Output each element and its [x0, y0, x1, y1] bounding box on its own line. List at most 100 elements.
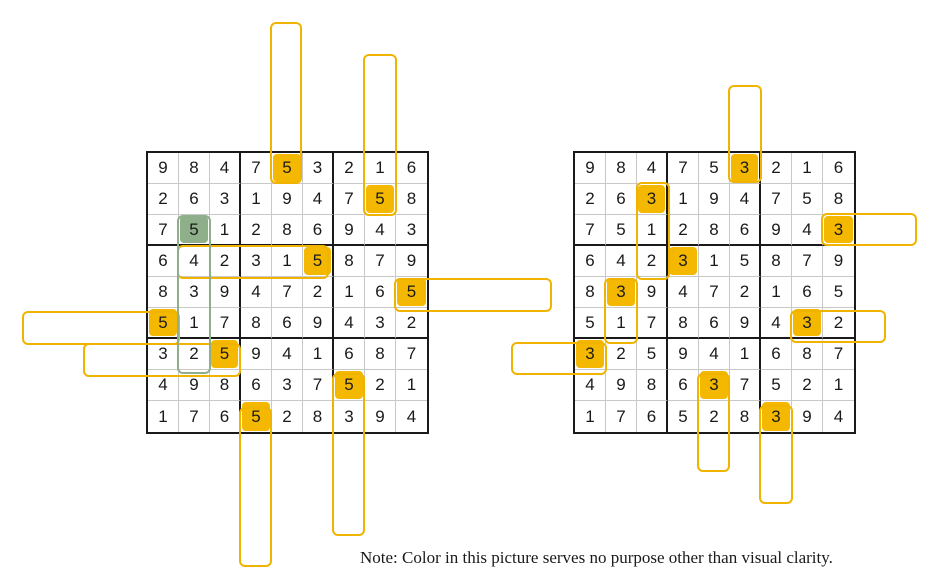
sudoku-cell[interactable]: 9	[730, 308, 761, 339]
sudoku-cell[interactable]: 4	[606, 246, 637, 277]
sudoku-cell[interactable]: 6	[396, 153, 427, 184]
sudoku-cell[interactable]: 5	[668, 401, 699, 432]
sudoku-cell[interactable]: 9	[303, 308, 334, 339]
sudoku-cell[interactable]: 1	[730, 339, 761, 370]
sudoku-cell[interactable]: 3	[761, 401, 792, 432]
sudoku-cell[interactable]: 7	[823, 339, 854, 370]
sudoku-cell[interactable]: 5	[792, 184, 823, 215]
sudoku-cell[interactable]: 6	[823, 153, 854, 184]
sudoku-cell[interactable]: 3	[148, 339, 179, 370]
sudoku-cell[interactable]: 4	[575, 370, 606, 401]
sudoku-cell[interactable]: 9	[637, 277, 668, 308]
sudoku-cell[interactable]: 3	[699, 370, 730, 401]
sudoku-cell[interactable]: 8	[606, 153, 637, 184]
sudoku-cell[interactable]: 6	[699, 308, 730, 339]
sudoku-cell[interactable]: 4	[365, 215, 396, 246]
sudoku-cell[interactable]: 1	[668, 184, 699, 215]
sudoku-cell[interactable]: 8	[699, 215, 730, 246]
sudoku-cell[interactable]: 6	[668, 370, 699, 401]
sudoku-cell[interactable]: 9	[823, 246, 854, 277]
sudoku-cell[interactable]: 6	[303, 215, 334, 246]
sudoku-cell[interactable]: 6	[792, 277, 823, 308]
sudoku-cell[interactable]: 4	[792, 215, 823, 246]
sudoku-cell[interactable]: 5	[606, 215, 637, 246]
sudoku-cell[interactable]: 9	[148, 153, 179, 184]
sudoku-cell[interactable]: 2	[730, 277, 761, 308]
sudoku-cell[interactable]: 1	[334, 277, 365, 308]
sudoku-cell[interactable]: 5	[179, 215, 210, 246]
sudoku-cell[interactable]: 2	[668, 215, 699, 246]
sudoku-cell[interactable]: 5	[761, 370, 792, 401]
sudoku-cell[interactable]: 2	[823, 308, 854, 339]
sudoku-cell[interactable]: 7	[606, 401, 637, 432]
sudoku-cell[interactable]: 1	[761, 277, 792, 308]
sudoku-cell[interactable]: 6	[272, 308, 303, 339]
sudoku-cell[interactable]: 2	[792, 370, 823, 401]
sudoku-cell[interactable]: 5	[699, 153, 730, 184]
sudoku-cell[interactable]: 7	[792, 246, 823, 277]
sudoku-cell[interactable]: 8	[210, 370, 241, 401]
sudoku-cell[interactable]: 8	[272, 215, 303, 246]
sudoku-cell[interactable]: 6	[606, 184, 637, 215]
sudoku-cell[interactable]: 3	[334, 401, 365, 432]
sudoku-cell[interactable]: 6	[334, 339, 365, 370]
sudoku-cell[interactable]: 6	[179, 184, 210, 215]
sudoku-cell[interactable]: 8	[365, 339, 396, 370]
sudoku-cell[interactable]: 9	[365, 401, 396, 432]
sudoku-cell[interactable]: 4	[303, 184, 334, 215]
sudoku-cell[interactable]: 6	[148, 246, 179, 277]
sudoku-cell[interactable]: 5	[148, 308, 179, 339]
sudoku-cell[interactable]: 6	[241, 370, 272, 401]
sudoku-cell[interactable]: 2	[396, 308, 427, 339]
sudoku-cell[interactable]: 7	[575, 215, 606, 246]
sudoku-cell[interactable]: 4	[148, 370, 179, 401]
sudoku-cell[interactable]: 4	[396, 401, 427, 432]
sudoku-cell[interactable]: 5	[303, 246, 334, 277]
sudoku-cell[interactable]: 9	[179, 370, 210, 401]
sudoku-cell[interactable]: 7	[365, 246, 396, 277]
sudoku-cell[interactable]: 8	[792, 339, 823, 370]
sudoku-cell[interactable]: 7	[179, 401, 210, 432]
sudoku-cell[interactable]: 7	[334, 184, 365, 215]
sudoku-cell[interactable]: 7	[303, 370, 334, 401]
sudoku-cell[interactable]: 1	[792, 153, 823, 184]
sudoku-cell[interactable]: 3	[823, 215, 854, 246]
sudoku-cell[interactable]: 7	[241, 153, 272, 184]
sudoku-cell[interactable]: 1	[272, 246, 303, 277]
sudoku-cell[interactable]: 2	[179, 339, 210, 370]
sudoku-cell[interactable]: 3	[272, 370, 303, 401]
sudoku-cell[interactable]: 9	[396, 246, 427, 277]
sudoku-cell[interactable]: 2	[365, 370, 396, 401]
sudoku-cell[interactable]: 9	[241, 339, 272, 370]
sudoku-cell[interactable]: 8	[823, 184, 854, 215]
sudoku-cell[interactable]: 5	[823, 277, 854, 308]
sudoku-cell[interactable]: 6	[575, 246, 606, 277]
sudoku-cell[interactable]: 4	[179, 246, 210, 277]
sudoku-cell[interactable]: 4	[637, 153, 668, 184]
sudoku-cell[interactable]: 3	[365, 308, 396, 339]
sudoku-cell[interactable]: 4	[272, 339, 303, 370]
sudoku-cell[interactable]: 2	[637, 246, 668, 277]
sudoku-cell[interactable]: 1	[303, 339, 334, 370]
sudoku-cell[interactable]: 7	[761, 184, 792, 215]
sudoku-cell[interactable]: 9	[272, 184, 303, 215]
sudoku-cell[interactable]: 2	[303, 277, 334, 308]
sudoku-cell[interactable]: 1	[575, 401, 606, 432]
sudoku-cell[interactable]: 7	[668, 153, 699, 184]
sudoku-cell[interactable]: 9	[334, 215, 365, 246]
sudoku-cell[interactable]: 8	[761, 246, 792, 277]
sudoku-cell[interactable]: 6	[761, 339, 792, 370]
sudoku-cell[interactable]: 6	[637, 401, 668, 432]
sudoku-cell[interactable]: 9	[792, 401, 823, 432]
sudoku-cell[interactable]: 2	[210, 246, 241, 277]
sudoku-cell[interactable]: 8	[334, 246, 365, 277]
sudoku-cell[interactable]: 2	[272, 401, 303, 432]
sudoku-cell[interactable]: 3	[606, 277, 637, 308]
sudoku-cell[interactable]: 5	[575, 308, 606, 339]
sudoku-cell[interactable]: 9	[210, 277, 241, 308]
sudoku-cell[interactable]: 1	[396, 370, 427, 401]
sudoku-cell[interactable]: 3	[241, 246, 272, 277]
sudoku-cell[interactable]: 8	[179, 153, 210, 184]
sudoku-cell[interactable]: 1	[210, 215, 241, 246]
sudoku-cell[interactable]: 9	[761, 215, 792, 246]
